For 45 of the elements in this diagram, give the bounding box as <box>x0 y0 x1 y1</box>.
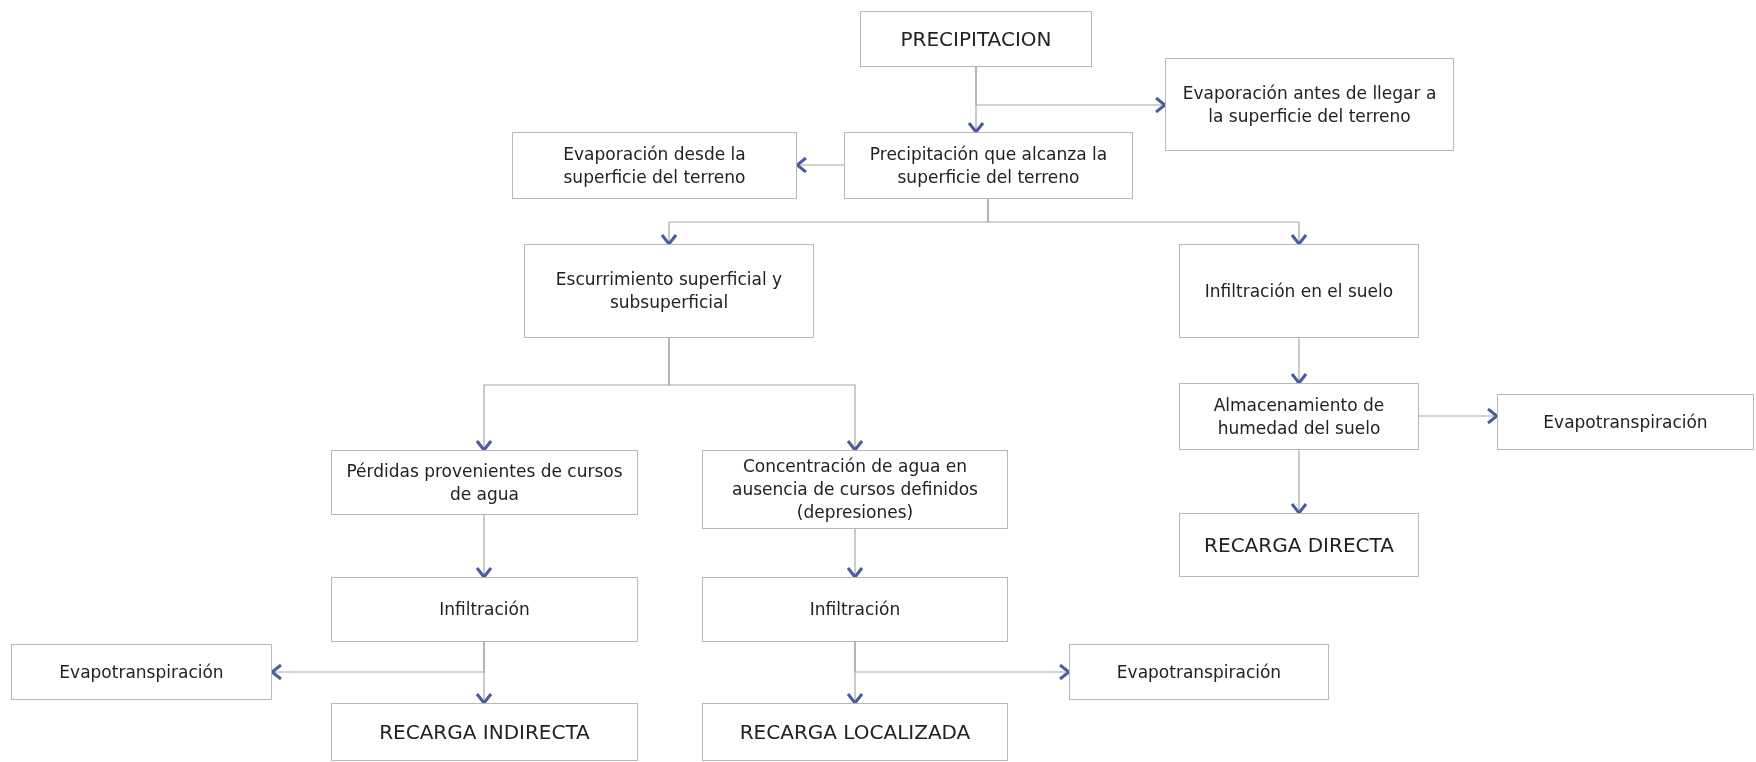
box-label: RECARGA INDIRECTA <box>379 718 590 746</box>
box-label: Infiltración <box>439 598 530 621</box>
process-box <box>1069 644 1329 700</box>
process-box <box>844 132 1133 199</box>
process-box <box>702 703 1008 761</box>
box-label: Evaporación antes de llegar a la superficie del terreno <box>1181 81 1438 128</box>
arrow <box>846 528 864 579</box>
box-label: PRECIPITACION <box>900 25 1052 53</box>
process-box <box>1165 58 1454 151</box>
arrow <box>975 66 1167 114</box>
process-box <box>702 577 1008 642</box>
process-box <box>524 244 814 338</box>
arrow <box>668 337 864 452</box>
arrow <box>1418 407 1499 425</box>
arrow <box>475 514 493 579</box>
box-label: Evaporación desde la superficie del terreno <box>562 142 747 189</box>
box-label: RECARGA LOCALIZADA <box>739 718 971 746</box>
box-label: Infiltración <box>809 598 901 621</box>
process-box <box>860 11 1092 67</box>
process-box <box>1179 383 1419 450</box>
process-box <box>702 450 1008 529</box>
process-box <box>512 132 797 199</box>
process-box <box>331 703 638 761</box>
box-label: Precipitación que alcanza la superficie del terreno <box>868 142 1109 189</box>
arrow <box>270 641 485 681</box>
process-box <box>331 577 638 642</box>
arrow <box>854 641 1071 681</box>
box-label: Concentración de agua en ausencia de cursos definidos (depresiones) <box>731 455 979 524</box>
box-label: Infiltración en el suelo <box>1204 279 1394 303</box>
box-label: Escurrimiento superficial y subsuperficial <box>554 268 784 314</box>
process-box <box>1179 244 1419 338</box>
process-box <box>11 644 272 700</box>
process-box <box>331 450 638 515</box>
box-label: Evapotranspiración <box>59 660 224 684</box>
arrow <box>1290 337 1308 385</box>
process-box <box>1497 394 1754 450</box>
box-label: Evapotranspiración <box>1116 660 1282 684</box>
box-label: Evapotranspiración <box>1543 410 1708 434</box>
box-label: Pérdidas provenientes de cursos de agua <box>345 459 624 506</box>
box-label: Almacenamiento de humedad del suelo <box>1212 393 1386 440</box>
box-label: RECARGA DIRECTA <box>1204 531 1394 559</box>
arrow <box>987 198 1308 246</box>
arrow <box>795 156 845 174</box>
arrow <box>1290 449 1308 515</box>
process-box <box>1179 513 1419 577</box>
